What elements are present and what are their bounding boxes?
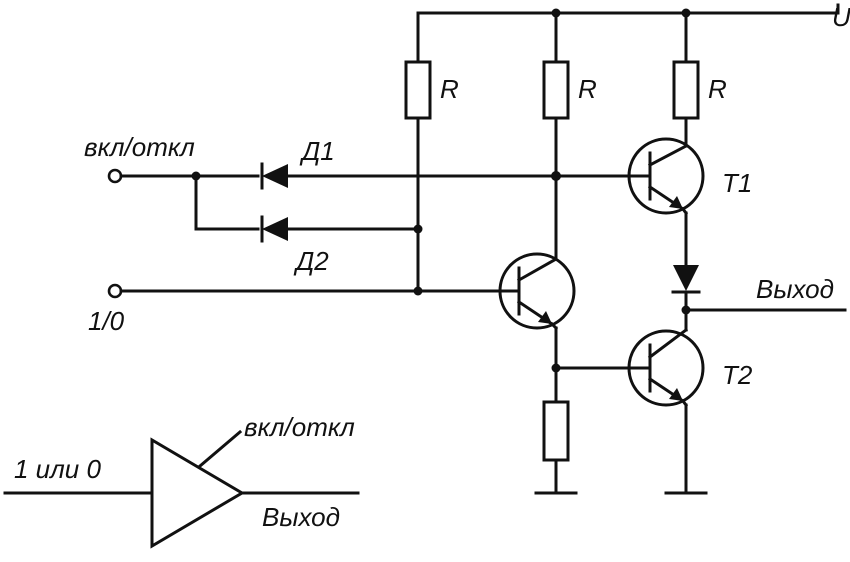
resistor-emitter (542, 400, 570, 462)
transistor-t2 (627, 327, 705, 408)
label-t1: T1 (722, 168, 752, 198)
junction-dot (413, 286, 423, 296)
label-r2: R (578, 74, 597, 104)
resistor-r1 (404, 60, 432, 120)
resistor-r3 (672, 60, 700, 120)
junction-dot (413, 224, 423, 234)
label-d2: Д2 (293, 246, 329, 276)
label-output: Выход (756, 274, 834, 304)
label-t2: T2 (722, 360, 753, 390)
diode-output (671, 265, 701, 294)
junction-dot (551, 171, 561, 181)
diode-d1 (260, 162, 288, 190)
transistor-t1 (627, 137, 705, 216)
symbol-enable-line (197, 429, 243, 469)
label-symbol-enable: вкл/откл (244, 412, 355, 442)
diode-d2 (260, 215, 288, 243)
label-r3: R (708, 74, 727, 104)
terminal-enable (107, 168, 123, 184)
label-symbol-input: 1 или 0 (14, 454, 101, 484)
label-d1: Д1 (299, 136, 335, 166)
label-r1: R (440, 74, 459, 104)
transistor-input (498, 252, 576, 331)
buffer-triangle-symbol (150, 437, 245, 549)
label-symbol-output: Выход (262, 502, 340, 532)
resistor-r2 (542, 60, 570, 120)
terminal-io (107, 283, 123, 299)
label-io: 1/0 (88, 306, 125, 336)
label-supply: U (832, 2, 850, 32)
label-enable: вкл/откл (84, 132, 195, 162)
